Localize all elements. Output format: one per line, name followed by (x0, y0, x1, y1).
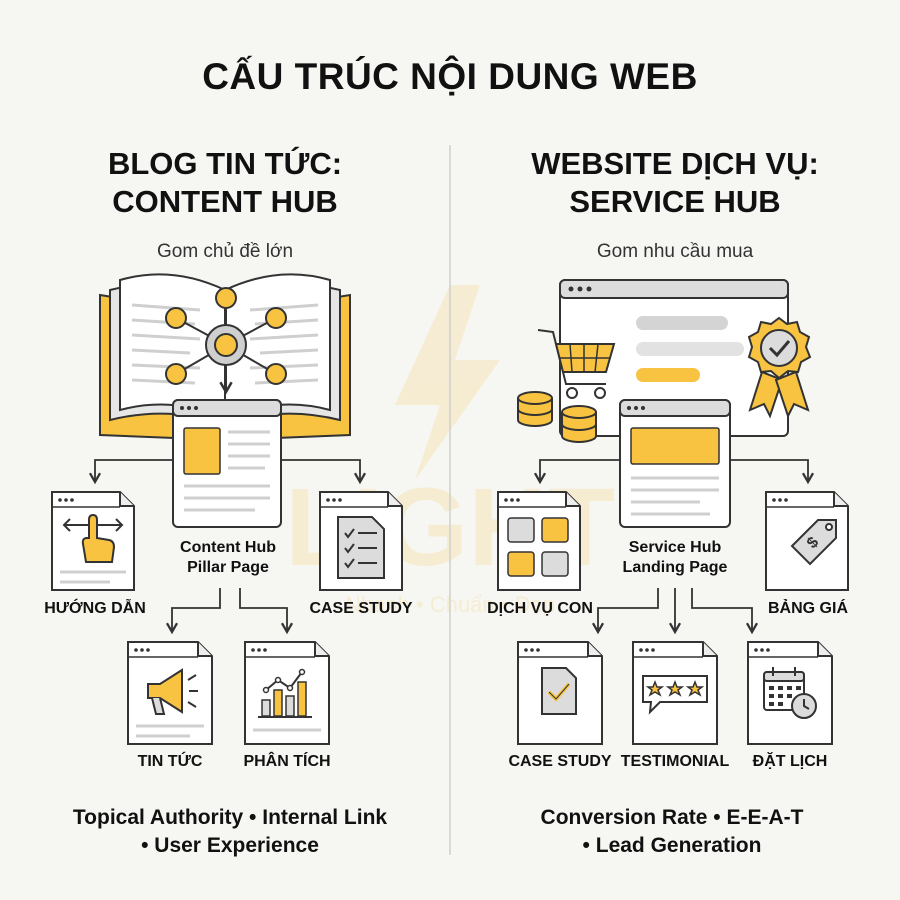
shopping-cart-icon (537, 329, 616, 399)
right-connectors (533, 459, 815, 635)
content-hub-page-card (172, 399, 282, 528)
right-footer-line2: • Lead Generation (582, 834, 762, 857)
page-title: CẤU TRÚC NỘI DUNG WEB (202, 56, 698, 97)
testimonial-node (632, 641, 718, 745)
node-label-analysis: PHÂN TÍCH (243, 753, 331, 770)
bar-chart-icon (258, 668, 312, 718)
node-label-booking: ĐẶT LỊCH (752, 753, 828, 770)
right-center-line2: Landing Page (622, 559, 728, 576)
node-label-testimonial: TESTIMONIAL (620, 753, 730, 770)
right-center-line1: Service Hub (628, 539, 722, 556)
rating-stars-icon (642, 675, 708, 715)
left-footer-line1: Topical Authority • Internal Link (72, 806, 388, 829)
open-book-icon (99, 273, 351, 442)
case-study-node-left (319, 491, 403, 591)
document-check-icon (541, 667, 577, 715)
left-connectors (88, 459, 367, 635)
sub-service-node (497, 491, 581, 591)
right-subtitle: Gom nhu cầu mua (596, 241, 754, 262)
booking-node (747, 641, 833, 745)
left-footer-line2: • User Experience (141, 834, 319, 857)
price-tag-icon: $ (790, 519, 837, 566)
node-label-case-study-right: CASE STUDY (508, 753, 612, 770)
news-node (127, 641, 213, 745)
layout-grid-icon (507, 517, 569, 577)
case-study-node-right (517, 641, 603, 745)
service-hub-page-card (619, 399, 731, 528)
megaphone-icon (147, 668, 198, 715)
left-center-label: Content Hub Pillar Page (180, 538, 276, 578)
left-heading: BLOG TIN TỨC: CONTENT HUB (108, 145, 342, 221)
node-label-pricing: BẢNG GIÁ (768, 600, 848, 617)
right-heading-line1: WEBSITE DỊCH VỤ: (531, 146, 819, 181)
left-heading-line1: BLOG TIN TỨC: (107, 146, 343, 181)
node-label-news: TIN TỨC (137, 753, 203, 770)
right-heading-line2: SERVICE HUB (569, 184, 781, 219)
right-center-label: Service Hub Landing Page (623, 538, 728, 578)
right-footer-line1: Conversion Rate • E-E-A-T (540, 806, 804, 829)
hand-swipe-icon (62, 513, 124, 563)
left-subtitle: Gom chủ đề lớn (156, 241, 294, 262)
left-footer: Topical Authority • Internal Link • User… (73, 804, 387, 860)
node-label-guide: HƯỚNG DẪN (44, 600, 146, 617)
calendar-clock-icon (763, 667, 817, 719)
left-center-line1: Content Hub (180, 539, 276, 556)
guide-node (51, 491, 135, 591)
coins-icon (517, 391, 597, 443)
left-center-line2: Pillar Page (187, 559, 269, 576)
node-label-sub-service: DỊCH VỤ CON (487, 600, 593, 617)
node-label-case-study-left: CASE STUDY (309, 600, 413, 617)
analysis-node (244, 641, 330, 745)
left-heading-line2: CONTENT HUB (112, 184, 338, 219)
network-icon (165, 287, 287, 395)
award-badge-icon (747, 316, 812, 419)
right-footer: Conversion Rate • E-E-A-T • Lead Generat… (541, 804, 804, 860)
right-heading: WEBSITE DỊCH VỤ: SERVICE HUB (531, 145, 819, 221)
pricing-node: $ (765, 491, 849, 591)
checklist-icon (337, 516, 385, 579)
